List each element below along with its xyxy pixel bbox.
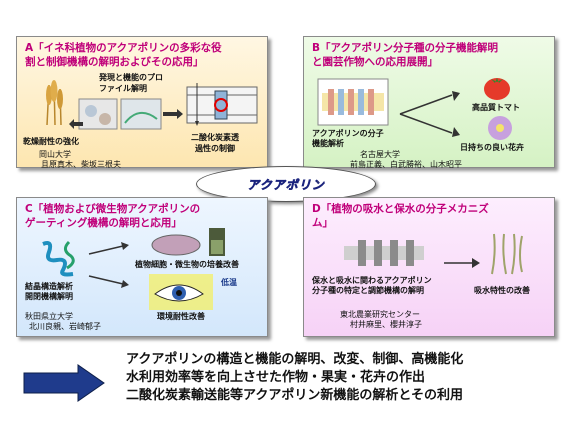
- section-d-affiliation: 東北農業研究センター: [340, 310, 420, 319]
- section-c-title: C「植物および微生物アクアポリンの ゲーティング機構の解明と応用」: [25, 202, 200, 230]
- summary-line-3: 二酸化炭素輸送能等アクアポリン新機能の解析とその利用: [126, 388, 463, 403]
- membrane-icon: [344, 240, 424, 266]
- section-d-title-line2: ム」: [312, 217, 333, 229]
- roots-icon: [491, 233, 523, 275]
- section-a-affiliation: 岡山大学: [39, 150, 71, 159]
- arrow-up-icon: [88, 242, 129, 255]
- section-c-title-line1: C「植物および微生物アクアポリンの: [25, 203, 201, 215]
- section-c-title-line2: ゲーティング機構の解明と応用」: [25, 217, 182, 229]
- arrow-right-icon: [163, 109, 183, 119]
- section-b-box: B「アクアポリン分子種の分子機能解明 と園芸作物への応用展開」 アクアポリンの分…: [303, 36, 555, 169]
- label-trait: 吸水特性の改善: [474, 286, 530, 295]
- protein-structure-icon: [42, 240, 75, 277]
- big-arrow-icon: [23, 364, 105, 402]
- label-structure-2: 開閉機構解明: [25, 292, 73, 301]
- label-env-tolerance: 環境耐性改善: [157, 312, 205, 321]
- section-c-box: C「植物および微生物アクアポリンの ゲーティング機構の解明と応用」 結晶構造解析…: [16, 197, 268, 337]
- summary-line-2: 水利用効率等を向上させた作物・果実・花卉の作出: [126, 370, 426, 385]
- label-culture: 植物細胞・微生物の培養改善: [135, 260, 239, 269]
- label-co2-2: 過性の制御: [195, 144, 235, 153]
- section-a-title: A「イネ科植物のアクアポリンの多彩な役 割と制御機構の解明およびその応用」: [25, 41, 222, 69]
- section-c-affiliation: 秋田県立大学: [25, 312, 73, 321]
- label-low-temp: 低温: [221, 278, 237, 287]
- section-b-title: B「アクアポリン分子種の分子機能解明 と園芸作物への応用展開」: [312, 41, 498, 69]
- petri-dish-icon: [151, 234, 201, 256]
- section-d-title: D「植物の吸水と保水の分子メカニズ ム」: [312, 202, 489, 230]
- section-d-title-line1: D「植物の吸水と保水の分子メカニズ: [312, 203, 489, 215]
- label-mech-1: 保水と吸水に関わるアクアポリン: [312, 276, 432, 285]
- center-oval: アクアポリン: [196, 166, 376, 202]
- section-a-box: A「イネ科植物のアクアポリンの多彩な役 割と制御機構の解明およびその応用」 乾燥…: [16, 36, 268, 169]
- section-d-members: 村井麻里、櫻井淳子: [350, 320, 422, 329]
- label-structure-1: 結晶構造解析: [25, 282, 73, 291]
- beaker-icon: [209, 228, 225, 256]
- section-d-box: D「植物の吸水と保水の分子メカニズ ム」 保水と吸水に関わるアクアポリン 分子種…: [303, 197, 555, 337]
- leaf-cell-icon: [78, 98, 162, 130]
- center-label: アクアポリン: [247, 177, 325, 192]
- tomato-icon: [484, 78, 510, 100]
- label-profile-2: ファイル解明: [99, 84, 147, 93]
- section-a-title-line2: 割と制御機構の解明およびその応用」: [25, 56, 204, 68]
- section-b-title-line1: B「アクアポリン分子種の分子機能解明: [312, 42, 498, 54]
- label-co2-1: 二酸化炭素透: [191, 133, 239, 142]
- flower-icon: [488, 116, 512, 140]
- label-tomato: 高品質トマト: [472, 103, 520, 112]
- label-flower: 日持ちの良い花卉: [460, 143, 524, 152]
- arrow-right-icon: [444, 258, 480, 268]
- arrows-icon: [399, 91, 460, 137]
- section-b-title-line2: と園芸作物への応用展開」: [312, 56, 438, 68]
- section-b-members: 前島正義、白武勝裕、山木昭平: [350, 160, 462, 169]
- wheat-icon: [46, 80, 63, 126]
- label-mech-2: 分子種の特定と調節機構の解明: [312, 286, 424, 295]
- label-analysis-2: 機能解析: [312, 139, 344, 148]
- label-analysis-1: アクアポリンの分子: [312, 129, 384, 138]
- arrow-left-icon: [69, 119, 83, 129]
- section-a-title-line1: A「イネ科植物のアクアポリンの多彩な役: [25, 42, 222, 54]
- membrane-icon: [317, 78, 389, 126]
- arrow-down-icon: [88, 275, 129, 288]
- eye-icon: [149, 274, 213, 310]
- section-c-members: 北川良親、岩崎郁子: [29, 322, 101, 331]
- section-a-members: 且原真木、柴坂三根夫: [41, 160, 121, 169]
- label-drought-tolerance: 乾燥耐性の強化: [23, 137, 79, 146]
- label-profile-1: 発現と機能のプロ: [99, 73, 163, 82]
- membrane-icon: [186, 83, 258, 126]
- section-b-affiliation: 名古屋大学: [360, 150, 400, 159]
- summary-line-1: アクアポリンの構造と機能の解明、改変、制御、高機能化: [126, 352, 464, 367]
